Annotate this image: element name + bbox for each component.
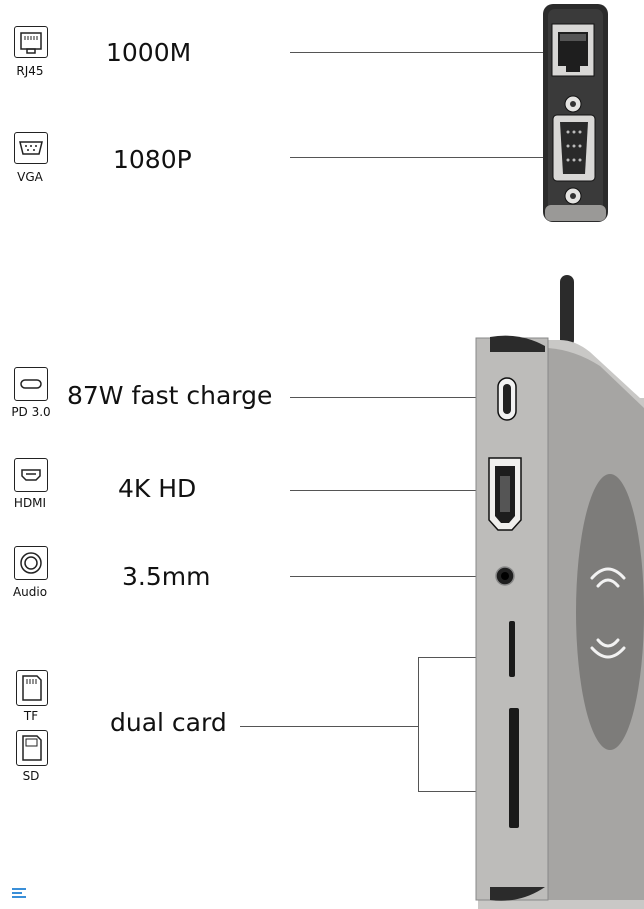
hdmi-leader-line: [290, 490, 490, 491]
sd-slot-leader-line: [418, 791, 490, 792]
vga-port-icon: [14, 132, 48, 164]
audio-jack-icon: [14, 546, 48, 580]
vga-leader-line: [290, 157, 552, 158]
tf-caption: TF: [23, 709, 39, 723]
rj45-feature-label: 1000M: [106, 38, 192, 67]
hdmi-feature-label: 4K HD: [118, 474, 197, 503]
pd-feature-label: 87W fast charge: [67, 381, 273, 410]
vga-feature-label: 1080P: [113, 145, 192, 174]
dual-card-feature-label: dual card: [110, 708, 227, 737]
rj45-caption: RJ45: [16, 64, 44, 78]
usb-c-port-icon: [14, 367, 48, 401]
hdmi-caption: HDMI: [13, 496, 47, 510]
vga-caption: VGA: [17, 170, 43, 184]
dual-card-leader-line: [240, 726, 418, 727]
sd-card-icon: [16, 730, 48, 766]
audio-feature-label: 3.5mm: [122, 562, 211, 591]
tf-card-icon: [16, 670, 48, 706]
pd-caption: PD 3.0: [11, 405, 51, 419]
pd-leader-line: [290, 397, 490, 398]
dual-card-bracket: [418, 657, 419, 791]
rj45-leader-line: [290, 52, 552, 53]
hdmi-port-icon: [14, 458, 48, 492]
menu-icon: [12, 888, 26, 900]
audio-leader-line: [290, 576, 490, 577]
sd-caption: SD: [22, 769, 40, 783]
audio-caption: Audio: [12, 585, 48, 599]
tf-slot-leader-line: [418, 657, 490, 658]
ethernet-port-icon: [14, 26, 48, 58]
